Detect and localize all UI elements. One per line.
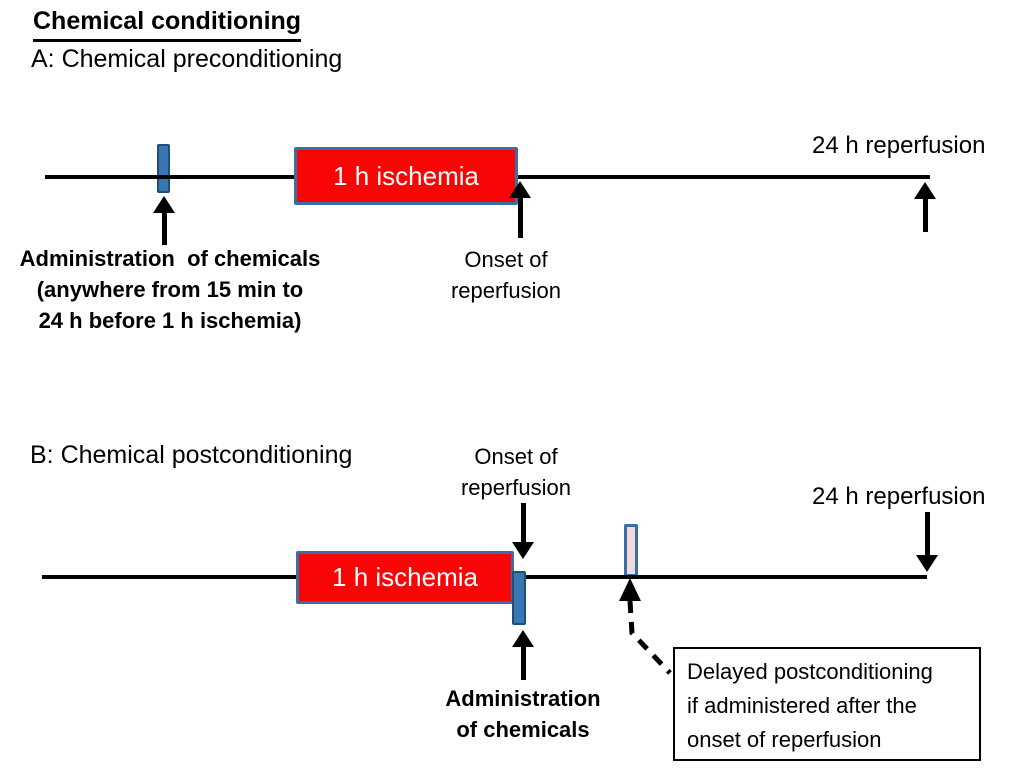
arrow-shaft (520, 503, 526, 542)
panel-a-heading: A: Chemical preconditioning (31, 45, 343, 73)
admin-label-a: Administration of chemicals (anywhere fr… (19, 246, 321, 333)
chemical-admin-tick-a (157, 144, 170, 193)
admin-arrow-a (153, 196, 175, 245)
arrow-head-icon (914, 182, 936, 199)
reperfusion-label-a: 24 h reperfusion (812, 132, 986, 159)
reperfusion-arrow-b (916, 512, 938, 572)
reperfusion-label-b: 24 h reperfusion (812, 483, 986, 510)
arrow-head-icon (619, 578, 641, 601)
dashed-callout-arrow (619, 578, 672, 675)
diagram-title: Chemical conditioning (33, 7, 302, 42)
ischemia-label-a: 1 h ischemia (333, 160, 479, 191)
arrow-head-icon (512, 542, 534, 559)
panel-b-heading: B: Chemical postconditioning (30, 441, 353, 469)
arrow-shaft (520, 647, 526, 680)
ischemia-label-b: 1 h ischemia (332, 562, 478, 592)
onset-label-b: Onset of reperfusion (460, 444, 572, 500)
admin-arrow-b (512, 630, 534, 680)
arrow-shaft (627, 600, 672, 675)
onset-arrow-b (512, 503, 534, 559)
delayed-note-box: Delayed postconditioning if administered… (673, 647, 981, 761)
arrow-shaft (517, 198, 523, 238)
ischemia-box-b: 1 h ischemia (296, 551, 514, 604)
arrow-head-icon (916, 555, 938, 572)
arrow-shaft (922, 199, 928, 232)
arrow-shaft (924, 512, 930, 555)
arrow-head-icon (509, 181, 531, 198)
arrow-head-icon (153, 196, 175, 213)
admin-label-b: Administration of chemicals (445, 686, 601, 742)
arrow-shaft (161, 213, 167, 245)
chemical-admin-tick-b (512, 571, 526, 625)
arrow-head-icon (512, 630, 534, 647)
ischemia-box-a: 1 h ischemia (294, 147, 518, 205)
reperfusion-arrow-a (914, 182, 936, 232)
onset-label-a: Onset of reperfusion (450, 247, 562, 303)
onset-arrow-a (509, 181, 531, 238)
